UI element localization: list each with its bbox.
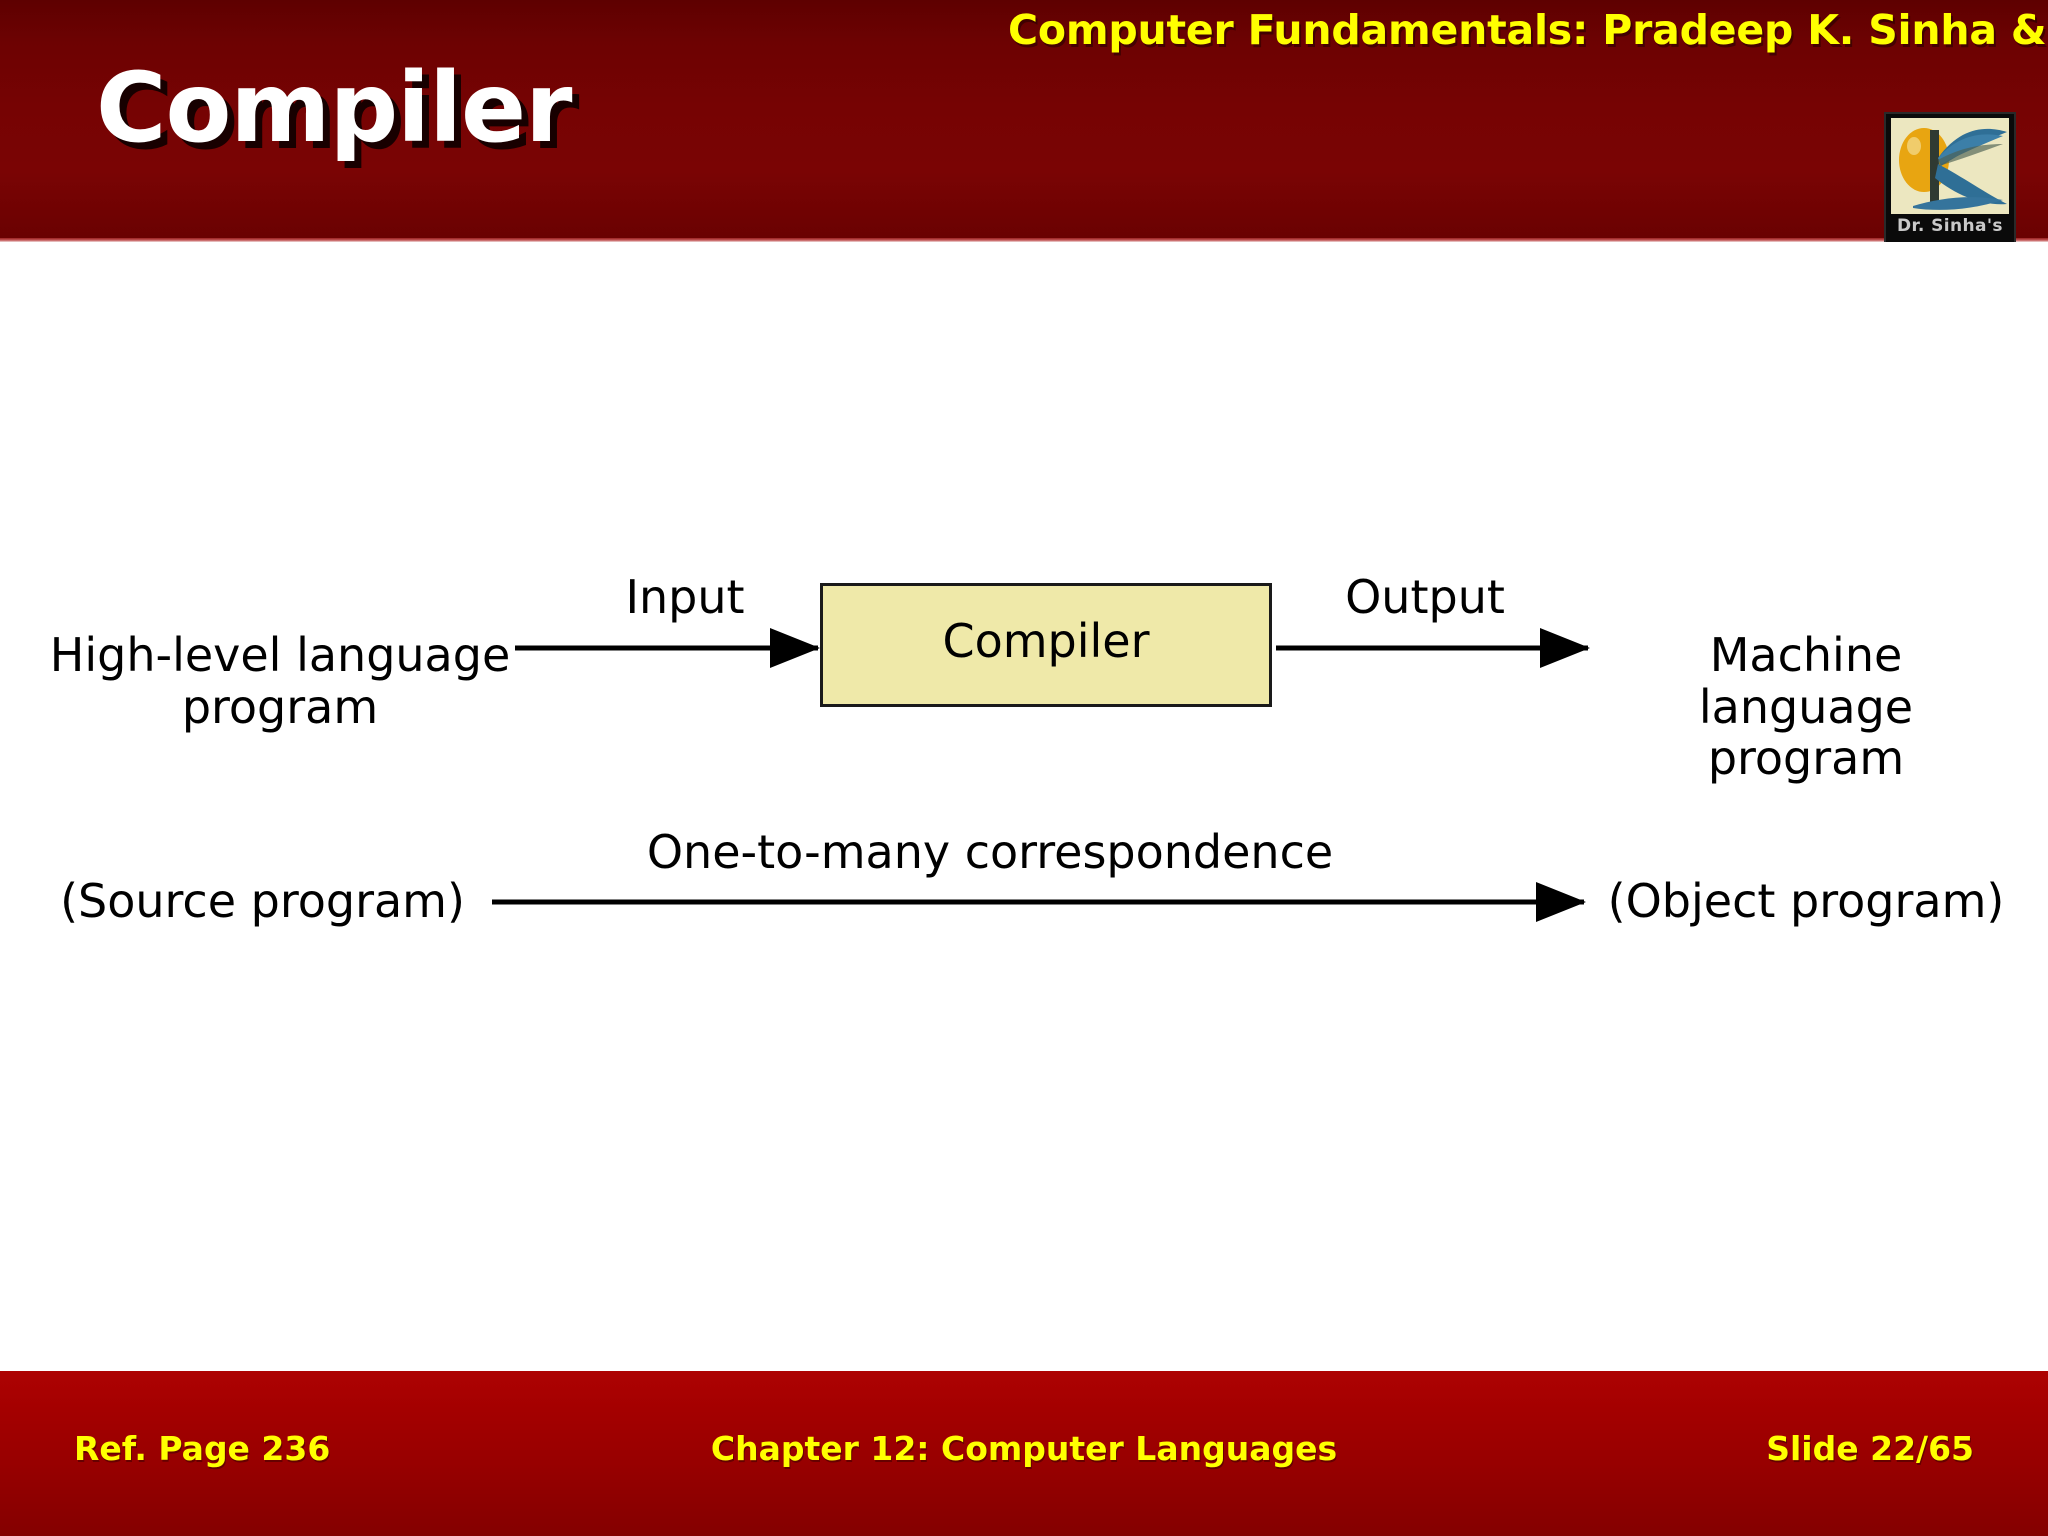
logo-caption: Dr. Sinha's: [1897, 216, 2003, 236]
course-title: Computer Fundamentals: Pradeep K. Sinha …: [1008, 6, 2048, 54]
slide-footer: Ref. Page 236 Chapter 12: Computer Langu…: [0, 1371, 2048, 1536]
slide-header: Computer Fundamentals: Pradeep K. Sinha …: [0, 0, 2048, 238]
footer-slide-number: Slide 22/65: [1766, 1429, 1974, 1468]
input-arrow-label: Input: [625, 570, 745, 624]
footer-chapter-title: Chapter 12: Computer Languages: [710, 1429, 1338, 1468]
compiler-process-label: Compiler: [942, 614, 1150, 668]
compiler-process-box: Compiler: [820, 583, 1272, 707]
correspondence-label: One-to-many correspondence: [646, 825, 1334, 879]
machine-language-label-line1: Machine language: [1698, 628, 1914, 734]
object-program-paren-label: (Object program): [1607, 874, 2005, 928]
source-program-label: High-level language program: [40, 628, 520, 734]
page-title: Compiler: [96, 52, 572, 164]
footer-reference-page: Ref. Page 236: [74, 1429, 331, 1468]
output-arrow-label: Output: [1345, 570, 1505, 624]
machine-language-label-line2: program: [1707, 731, 1905, 786]
source-program-label-line1: High-level language: [49, 628, 511, 682]
slide-body: High-level language program (Source prog…: [0, 242, 2048, 1371]
diagram-connectors: [492, 628, 1590, 922]
source-program-paren-label: (Source program): [60, 874, 465, 928]
header-divider: [0, 238, 2048, 242]
dr-sinhas-logo: Dr. Sinha's: [1884, 112, 2016, 244]
machine-language-label: Machine language program: [1596, 628, 2016, 786]
source-program-label-line2: program: [181, 679, 379, 734]
pks-monogram-icon: [1891, 118, 2009, 214]
